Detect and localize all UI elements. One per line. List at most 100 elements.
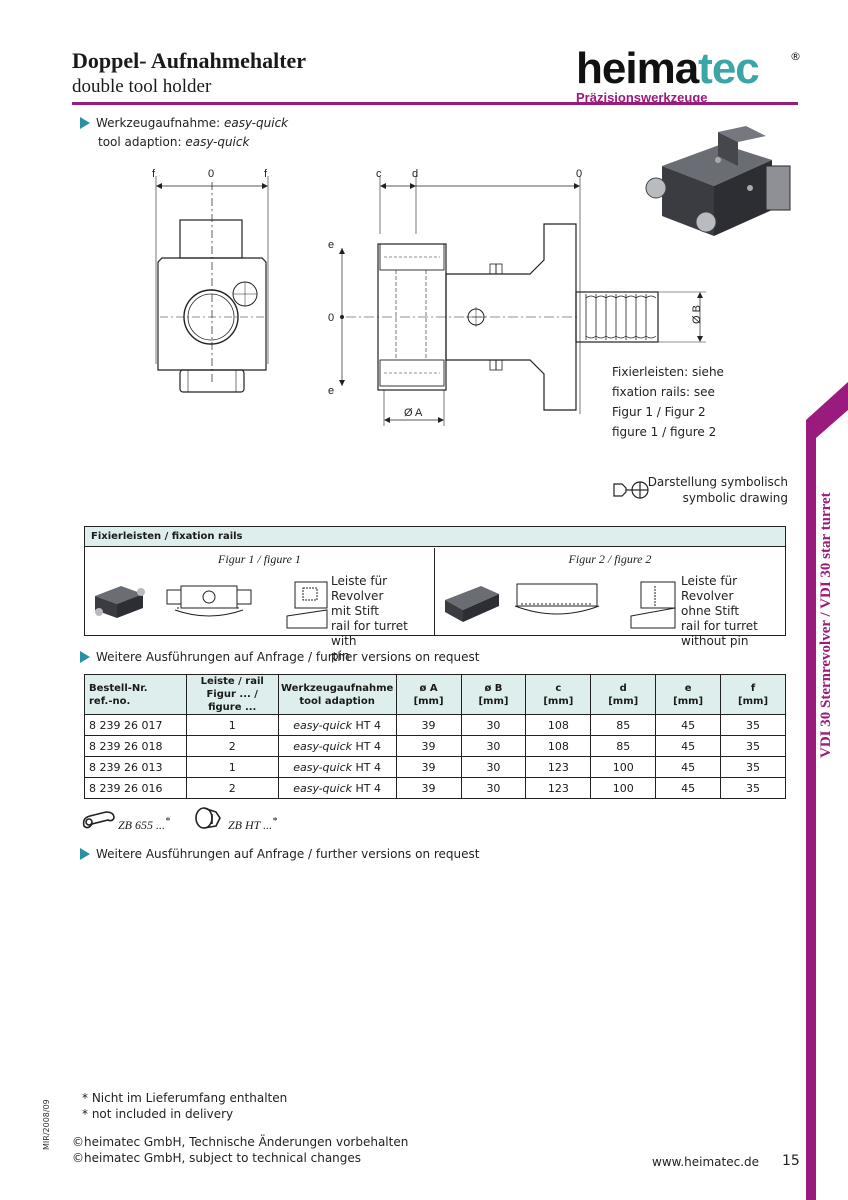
dim-label-c: c: [376, 168, 382, 180]
cell-dia-a: 39: [395, 714, 462, 736]
cell-adaption-size: HT 4: [352, 781, 381, 795]
cell-ref-no: 8 239 26 013: [84, 756, 187, 778]
col-header-line: Leiste / rail: [200, 676, 264, 687]
product-photo: [645, 126, 791, 236]
cell-adaption-type: easy-quick: [293, 718, 352, 732]
document-id: MIR/2008/09: [42, 1099, 51, 1150]
col-header-line: Figur ... / figure ...: [206, 689, 258, 713]
col-header-line: ø B: [484, 682, 503, 694]
cell-dia-a: 39: [395, 756, 462, 778]
page-number: 15: [782, 1153, 800, 1169]
figure-1-rail-drawings: [95, 581, 328, 629]
cell-ref-no: 8 239 26 017: [84, 714, 187, 736]
fixation-figure-1: Figur 1 / figure 1 Leiste für Revolver m…: [85, 548, 435, 663]
side-view: [339, 176, 706, 426]
col-header-line: c: [555, 682, 562, 694]
figure-1-text-line: mit Stift: [331, 604, 379, 618]
col-header-line: f: [750, 682, 756, 694]
fixation-figure-2: Figur 2 / figure 2 Leiste für Revolver o…: [435, 548, 785, 648]
wrench-icon: [82, 811, 115, 829]
cell-dia-b: 30: [460, 714, 527, 736]
clamp-nut-icon: [195, 807, 221, 829]
cell-f: 35: [720, 735, 786, 757]
col-header-line: ref.-no.: [89, 695, 131, 707]
col-header-e: e[mm]: [655, 674, 722, 715]
figure-1-text-line: Leiste für Revolver: [331, 574, 388, 603]
accessories-row: ZB 655 ...* ZB HT ...*: [80, 806, 340, 836]
footnote-de: * Nicht im Lieferumfang enthalten: [82, 1091, 288, 1105]
bullet-triangle-icon: [80, 847, 90, 860]
dim-label-f-left: f: [152, 168, 156, 180]
col-header-line: [mm]: [673, 695, 704, 707]
further-versions-text: Weitere Ausführungen auf Anfrage / furth…: [96, 650, 480, 664]
cell-c: 108: [525, 714, 592, 736]
website-link[interactable]: www.heimatec.de: [652, 1155, 760, 1169]
cell-dia-b: 30: [460, 735, 527, 757]
dim-label-e-top: e: [328, 239, 334, 251]
symbol-note-de: Darstellung symbolisch: [647, 475, 788, 489]
fix-note-line: figure 1 / figure 2: [612, 425, 717, 439]
col-header-line: [mm]: [543, 695, 574, 707]
figure-2-text-line: ohne Stift: [681, 604, 740, 618]
accessory-footnote-mark: *: [272, 816, 278, 827]
dim-label-e-bottom: e: [328, 385, 334, 397]
further-versions-note-2: Weitere Ausführungen auf Anfrage / furth…: [80, 847, 480, 861]
fix-note-line: Figur 1 / Figur 2: [612, 405, 706, 419]
fixation-notes: Fixierleisten: siehe fixation rails: see…: [612, 362, 724, 442]
accessory-wrench-label: ZB 655 ...*: [118, 816, 170, 833]
accessory-label: ZB 655 ...: [118, 818, 166, 832]
fixation-rails-table: Fixierleisten / fixation rails Figur 1 /…: [84, 526, 786, 663]
dim-label-d: d: [412, 168, 418, 180]
figure-2-text-line: without pin: [681, 634, 749, 648]
symbolic-drawing-text: Darstellung symbolisch symbolic drawing: [648, 474, 788, 506]
fix-note-line: Fixierleisten: siehe: [612, 365, 724, 379]
side-band-text: VDI 30 Sternrevolver / VDI 30 star turre…: [818, 492, 834, 758]
table-row: 8 239 26 013 1 easy-quick HT 4 39 30 123…: [84, 756, 786, 778]
col-header-d: d[mm]: [590, 674, 657, 715]
col-header-dia-b: ø B[mm]: [460, 674, 527, 715]
figure-1-text-line: rail for turret with: [331, 619, 408, 648]
cell-dia-b: 30: [460, 777, 527, 799]
cell-c: 123: [525, 756, 592, 778]
accessory-footnote-mark: *: [165, 816, 171, 827]
cell-adaption-size: HT 4: [352, 739, 381, 753]
cell-dia-a: 39: [395, 777, 462, 799]
copyright-de: ©heimatec GmbH, Technische Änderungen vo…: [72, 1135, 409, 1149]
accessory-clamp-label: ZB HT ...*: [228, 816, 277, 833]
tool-adaption-en: tool adaption: easy-quick: [98, 135, 249, 149]
col-header-line: e: [684, 682, 692, 694]
front-view: [155, 176, 269, 393]
logo-wordmark: heimatec: [576, 44, 760, 94]
cell-ref-no: 8 239 26 018: [84, 735, 187, 757]
figure-2-text: Leiste für Revolver ohne Stift rail for …: [681, 574, 785, 649]
table-row: 8 239 26 016 2 easy-quick HT 4 39 30 123…: [84, 777, 786, 799]
further-versions-text: Weitere Ausführungen auf Anfrage / furth…: [96, 847, 480, 861]
cell-e: 45: [655, 735, 722, 757]
fix-note-line: fixation rails: see: [612, 385, 715, 399]
dim-label-0-side: 0: [576, 168, 582, 180]
col-header-line: Bestell-Nr.: [89, 682, 148, 694]
cell-d: 100: [590, 777, 657, 799]
figure-2-text-line: Leiste für Revolver: [681, 574, 738, 603]
table-row: 8 239 26 018 2 easy-quick HT 4 39 30 108…: [84, 735, 786, 757]
footnote-en: * not included in delivery: [82, 1107, 234, 1121]
side-band: [806, 382, 848, 1200]
cell-e: 45: [655, 756, 722, 778]
cell-tool-adaption: easy-quick HT 4: [277, 756, 397, 778]
col-header-line: [mm]: [413, 695, 444, 707]
col-header-dia-a: ø A[mm]: [395, 674, 462, 715]
cell-adaption-type: easy-quick: [293, 781, 352, 795]
accessory-label: ZB HT ...: [228, 818, 273, 832]
page-subtitle: double tool holder: [72, 76, 212, 97]
cell-e: 45: [655, 777, 722, 799]
figure-1-caption: Figur 1 / figure 1: [218, 552, 301, 566]
figure-1-text-line: pin: [331, 649, 350, 663]
dim-label-f-right: f: [264, 168, 268, 180]
symbolic-drawing-note: Darstellung symbolisch symbolic drawing: [612, 474, 788, 508]
symbolic-tool-icon: [613, 481, 649, 499]
cell-dia-a: 39: [395, 735, 462, 757]
logo-tagline: Präzisionswerkzeuge: [576, 90, 708, 105]
copyright: ©heimatec GmbH, Technische Änderungen vo…: [72, 1134, 408, 1166]
